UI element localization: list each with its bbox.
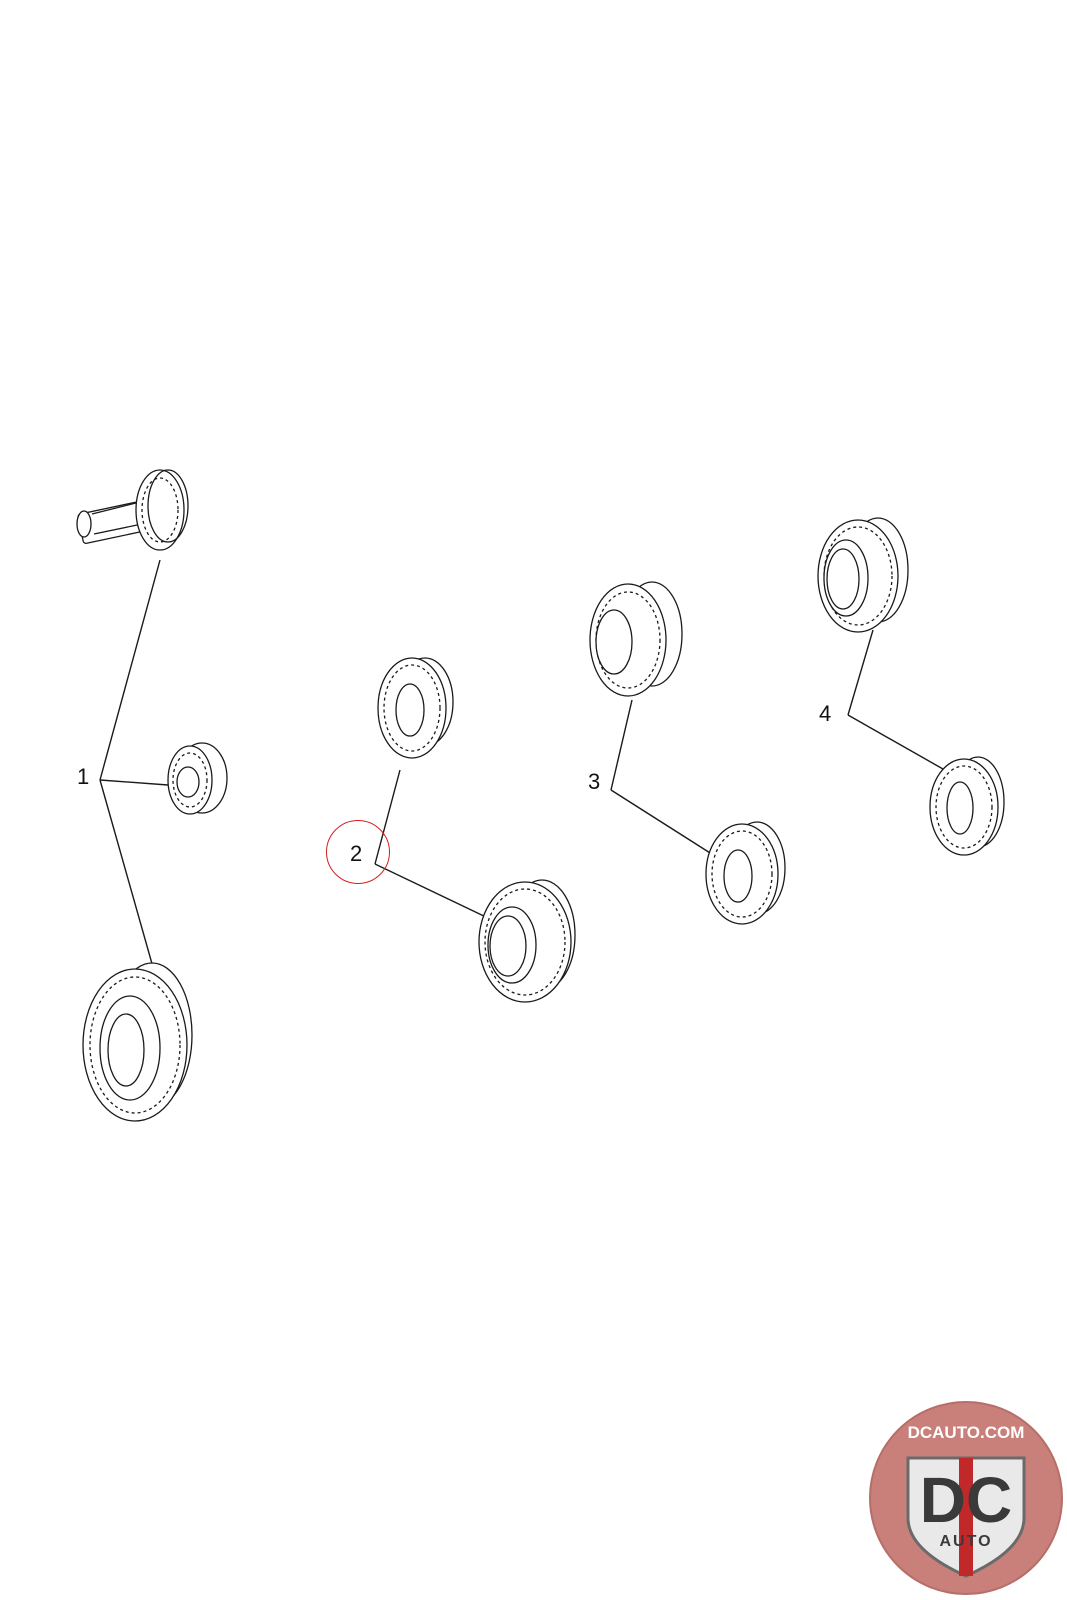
callout-label-4[interactable]: 4 xyxy=(819,701,832,726)
gear-2-lower xyxy=(478,879,576,1003)
gear-3-upper xyxy=(589,581,683,697)
leader-line-2-b xyxy=(374,863,489,919)
logo-main-text: DC xyxy=(920,1464,1012,1536)
gear-1-large xyxy=(82,962,193,1122)
leader-line-4-b xyxy=(847,714,951,774)
callout-2-highlight-ring xyxy=(326,820,390,884)
leader-line-4-a xyxy=(847,629,874,716)
leader-line-1-b xyxy=(99,779,169,786)
gear-1-input-shaft xyxy=(76,469,189,551)
leader-line-1-a xyxy=(99,559,161,781)
callout-label-1[interactable]: 1 xyxy=(77,764,90,789)
logo-top-text: DCAUTO.COM xyxy=(908,1423,1025,1442)
callout-label-3[interactable]: 3 xyxy=(588,769,601,794)
leader-lines xyxy=(99,559,951,993)
leader-line-3-a xyxy=(610,699,633,791)
gear-1-small-pinion xyxy=(167,742,228,815)
dcauto-logo: DCAUTO.COM DC AUTO xyxy=(869,1401,1063,1595)
leader-line-1-c xyxy=(99,779,161,993)
gear-4-lower xyxy=(929,756,1005,856)
gear-2-upper xyxy=(377,657,454,759)
leader-line-3-b xyxy=(610,789,719,859)
gear-4-upper xyxy=(817,517,909,633)
gear-3-lower xyxy=(705,821,786,925)
logo-sub-text: AUTO xyxy=(939,1533,992,1550)
